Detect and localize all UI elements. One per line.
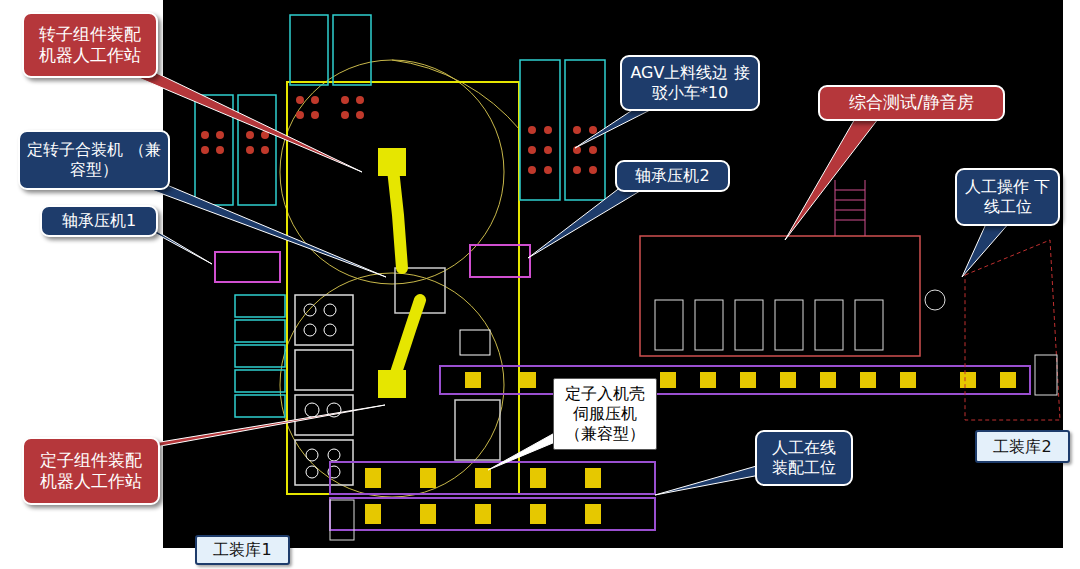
- callout-text: 轴承压机2: [635, 166, 709, 186]
- callout-box: 综合测试/静音房: [818, 85, 1005, 121]
- callout-box: 轴承压机1: [40, 205, 158, 237]
- callout-text: 工装库2: [993, 437, 1051, 457]
- callout-box: AGV上料线边 接驳小车*10: [620, 55, 760, 111]
- callout-text: 工装库1: [213, 540, 271, 560]
- callout-text: 综合测试/静音房: [849, 92, 974, 113]
- callout-box: 工装库1: [195, 535, 290, 565]
- callout-text: 轴承压机1: [62, 211, 136, 231]
- callout-box: 人工操作 下线工位: [955, 168, 1060, 226]
- callout-text: 人工操作 下线工位: [963, 177, 1052, 217]
- callout-text: 定子组件装配 机器人工作站: [30, 450, 152, 493]
- callout-text: 定子入机壳 伺服压机 （兼容型）: [560, 384, 650, 444]
- callout-text: 人工在线 装配工位: [763, 438, 845, 478]
- callout-box: 工装库2: [975, 430, 1070, 463]
- callout-text: 定转子合装机 （兼容型）: [26, 140, 162, 180]
- callout-box: 定子组件装配 机器人工作站: [22, 437, 160, 505]
- callout-text: 转子组件装配 机器人工作站: [30, 24, 150, 67]
- callout-text: AGV上料线边 接驳小车*10: [628, 63, 752, 103]
- callout-box: 人工在线 装配工位: [755, 430, 853, 486]
- callout-box: 定子入机壳 伺服压机 （兼容型）: [553, 378, 657, 450]
- callout-box: 轴承压机2: [615, 160, 730, 192]
- callout-box: 定转子合装机 （兼容型）: [18, 130, 170, 190]
- callout-box: 转子组件装配 机器人工作站: [22, 12, 158, 78]
